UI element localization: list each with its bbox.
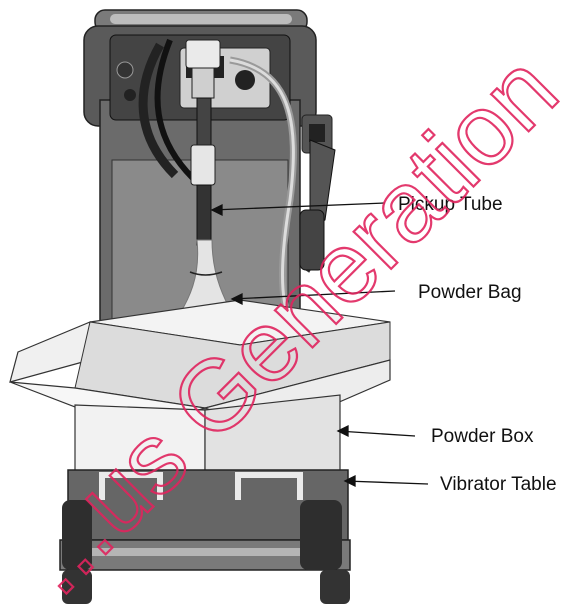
spray-gun	[299, 139, 336, 271]
label-powder-box: Powder Box	[431, 426, 534, 447]
cart-base	[59, 500, 351, 604]
label-pickup-tube: Pickup Tube	[398, 194, 503, 215]
callout-leaders	[210, 202, 429, 488]
label-powder-bag: Powder Bag	[418, 282, 522, 303]
label-vibrator-table: Vibrator Table	[440, 474, 557, 495]
